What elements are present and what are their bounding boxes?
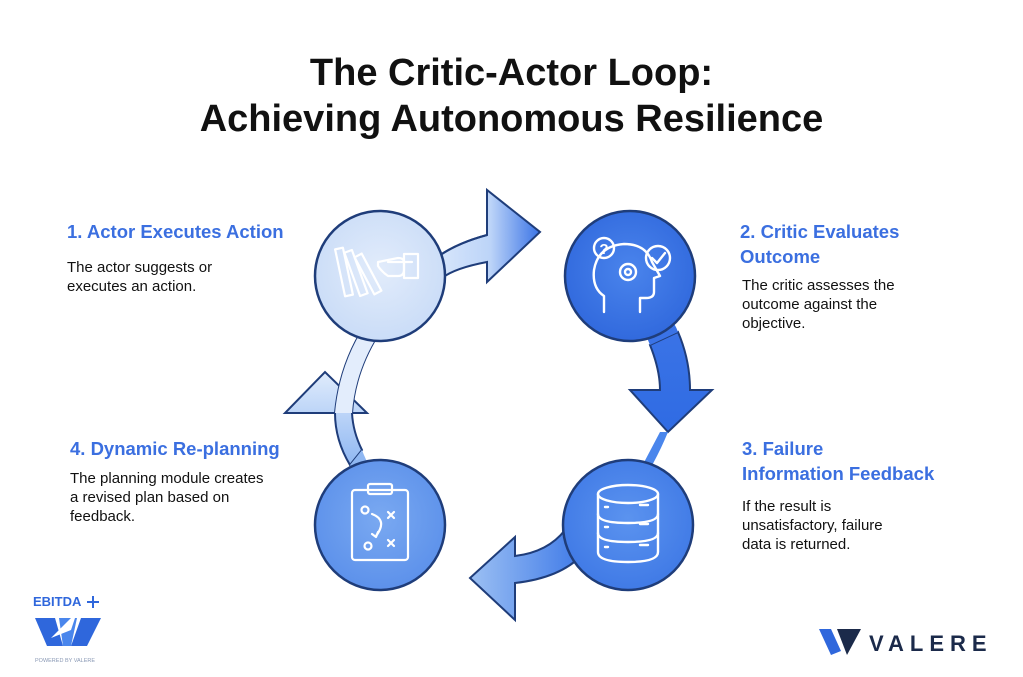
hand-dominoes-icon	[333, 246, 420, 298]
node-1-actor	[313, 209, 447, 343]
step-1-desc-line-2: executes an action.	[67, 278, 197, 295]
step-2-description: The critic assesses the outcome against …	[742, 276, 895, 333]
valere-logo: VALERE	[817, 625, 1007, 659]
ebitda-logo: EBITDA POWERED BY VALERE	[33, 590, 113, 670]
ebitda-logo-tagline: POWERED BY VALERE	[35, 658, 95, 664]
step-1-description: The actor suggests or executes an action…	[67, 258, 212, 296]
page-title: The Critic-Actor Loop: Achieving Autonom…	[0, 50, 1023, 142]
step-1-title: 1. Actor Executes Action	[67, 221, 284, 242]
step-2-title: 2. Critic Evaluates Outcome	[740, 219, 899, 269]
step-2-desc-line-1: The critic assesses the	[742, 277, 895, 294]
database-icon	[596, 483, 660, 564]
step-3-desc-line-2: unsatisfactory, failure	[742, 517, 883, 534]
step-4-title: 4. Dynamic Re-planning	[70, 438, 280, 459]
step-2-desc-line-3: objective.	[742, 315, 806, 332]
clipboard-plan-icon	[350, 482, 410, 562]
step-2-title-line-2: Outcome	[740, 246, 821, 267]
step-3-title: 3. Failure Information Feedback	[742, 436, 934, 486]
step-3-description: If the result is unsatisfactory, failure…	[742, 497, 883, 554]
step-4-desc-line-1: The planning module creates	[70, 470, 264, 487]
step-4-desc-line-3: feedback.	[70, 508, 136, 525]
step-1-desc-line-1: The actor suggests or	[67, 259, 213, 276]
step-4-description: The planning module creates a revised pl…	[70, 469, 263, 526]
step-2-title-line-1: 2. Critic Evaluates	[740, 221, 900, 242]
ebitda-logo-name: EBITDA	[33, 594, 82, 609]
step-3-desc-line-3: data is returned.	[742, 536, 851, 553]
node-2-critic: ?	[563, 209, 697, 343]
step-3-title-line-1: 3. Failure	[742, 438, 824, 459]
title-line-2: Achieving Autonomous Resilience	[199, 98, 824, 140]
cycle-arrow-right	[627, 330, 715, 434]
step-3-title-line-2: Information Feedback	[742, 463, 935, 484]
cycle-arrow-bottom	[468, 528, 584, 623]
valere-logo-name: VALERE	[869, 631, 993, 656]
node-4-replanning	[313, 458, 447, 592]
title-line-1: The Critic-Actor Loop:	[309, 52, 714, 94]
node-3-feedback	[561, 458, 695, 592]
svg-text:?: ?	[599, 241, 608, 258]
head-gears-check-icon: ?	[592, 236, 672, 314]
step-4-desc-line-2: a revised plan based on	[70, 489, 230, 506]
step-3-desc-line-1: If the result is	[742, 498, 832, 515]
step-2-desc-line-2: outcome against the	[742, 296, 878, 313]
